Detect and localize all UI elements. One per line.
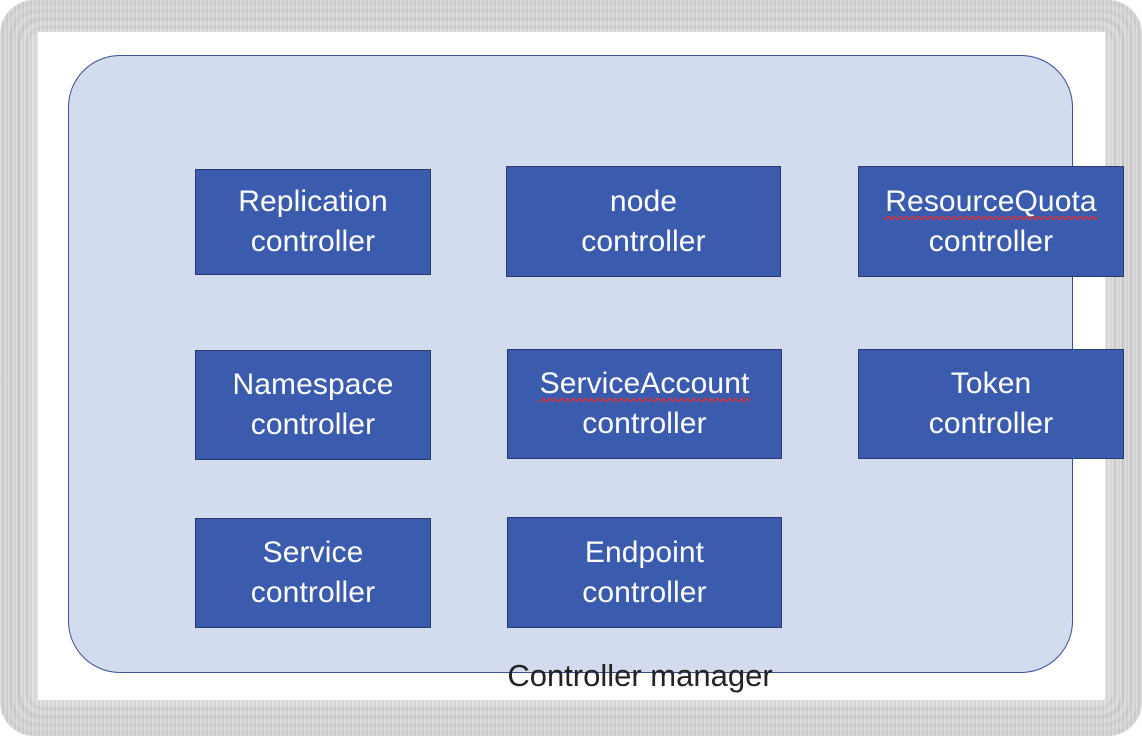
box-namespace-line2: controller	[250, 408, 376, 441]
controller-manager-panel: Replication controller node controller R…	[68, 55, 1124, 693]
box-node-line1: node	[609, 184, 678, 218]
box-endpoint-line1: Endpoint	[584, 535, 705, 569]
box-replication-line2: controller	[250, 225, 376, 258]
box-replication-line1: Replication	[238, 185, 388, 219]
box-node-line2: controller	[581, 224, 706, 258]
box-node-controller[interactable]: node controller	[506, 166, 781, 277]
diagram-canvas: Replication controller node controller R…	[38, 32, 1124, 700]
box-service-line2: controller	[250, 576, 376, 609]
box-endpoint-controller[interactable]: Endpoint controller	[507, 517, 782, 628]
box-service-controller[interactable]: Service controller	[195, 518, 431, 628]
box-token-line2: controller	[928, 407, 1054, 440]
box-resourcequota-line2: controller	[928, 224, 1054, 258]
box-token-controller[interactable]: Token controller	[858, 349, 1124, 459]
box-serviceaccount-controller[interactable]: ServiceAccount controller	[507, 349, 782, 459]
box-serviceaccount-line1: ServiceAccount	[538, 364, 751, 404]
box-serviceaccount-line2: controller	[582, 407, 707, 440]
box-service-line1: Service	[262, 536, 364, 570]
box-namespace-line1: Namespace	[232, 368, 394, 402]
box-resourcequota-controller[interactable]: ResourceQuota controller	[858, 166, 1124, 277]
box-namespace-controller[interactable]: Namespace controller	[195, 350, 431, 460]
box-resourcequota-line1: ResourceQuota	[884, 182, 1099, 222]
box-replication-controller[interactable]: Replication controller	[195, 169, 431, 275]
box-endpoint-line2: controller	[582, 575, 707, 609]
panel-caption: Controller manager	[507, 658, 773, 693]
box-token-line1: Token	[950, 367, 1032, 401]
